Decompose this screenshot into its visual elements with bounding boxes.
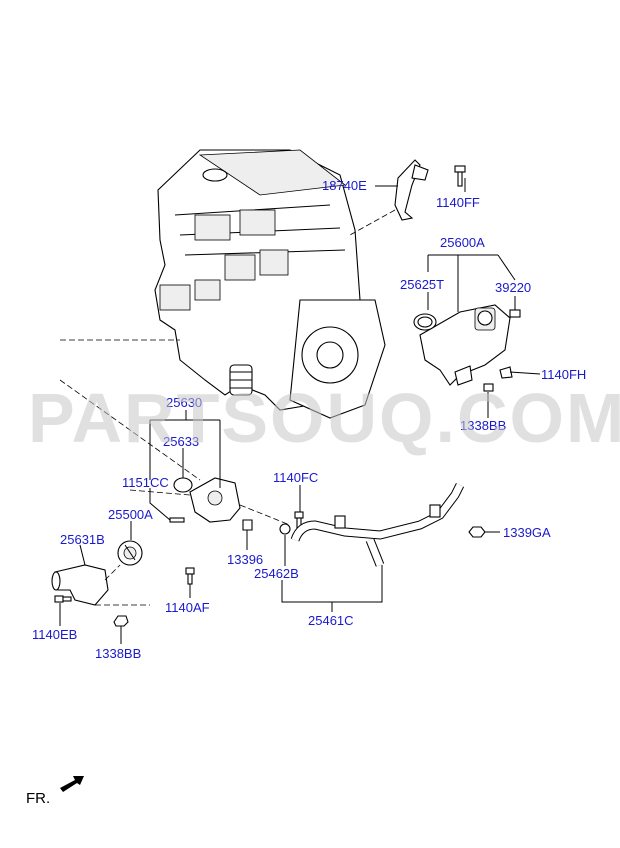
label-13396: 13396	[227, 552, 263, 567]
label-1140fh: 1140FH	[541, 367, 586, 382]
bolt-1140ff	[454, 165, 466, 187]
label-25625t: 25625T	[400, 277, 444, 292]
label-25630: 25630	[166, 395, 202, 410]
front-direction-label: FR.	[26, 790, 50, 807]
label-25631b: 25631B	[60, 532, 105, 547]
label-1338bb-top: 1338BB	[460, 418, 506, 433]
watermark-text: PARTSOUQ.COM	[28, 379, 620, 457]
water-pipe	[290, 482, 465, 567]
label-25500a: 25500A	[108, 507, 153, 522]
label-39220: 39220	[495, 280, 531, 295]
label-1140fc: 1140FC	[273, 470, 318, 485]
label-25633: 25633	[163, 434, 199, 449]
label-1339ga: 1339GA	[503, 525, 551, 540]
water-inlet-fitting	[51, 564, 150, 606]
label-25600a: 25600A	[440, 235, 485, 250]
arrow-icon	[60, 776, 84, 792]
bracket-part	[349, 159, 429, 236]
label-1140eb: 1140EB	[32, 627, 77, 642]
label-25462b: 25462B	[254, 566, 299, 581]
label-1151cc: 1151CC	[122, 475, 169, 490]
label-1140ff: 1140FF	[436, 195, 480, 210]
label-1338bb-bottom: 1338BB	[95, 646, 141, 661]
leader-lines	[59, 178, 541, 644]
thermostat	[117, 540, 143, 566]
label-25461c: 25461C	[308, 613, 354, 628]
label-18740e: 18740E	[322, 178, 367, 193]
thermostat-housing-lower	[59, 339, 291, 531]
thermostat-housing-assembly	[413, 304, 521, 392]
engine-block	[154, 149, 386, 419]
label-1140af: 1140AF	[165, 600, 210, 615]
